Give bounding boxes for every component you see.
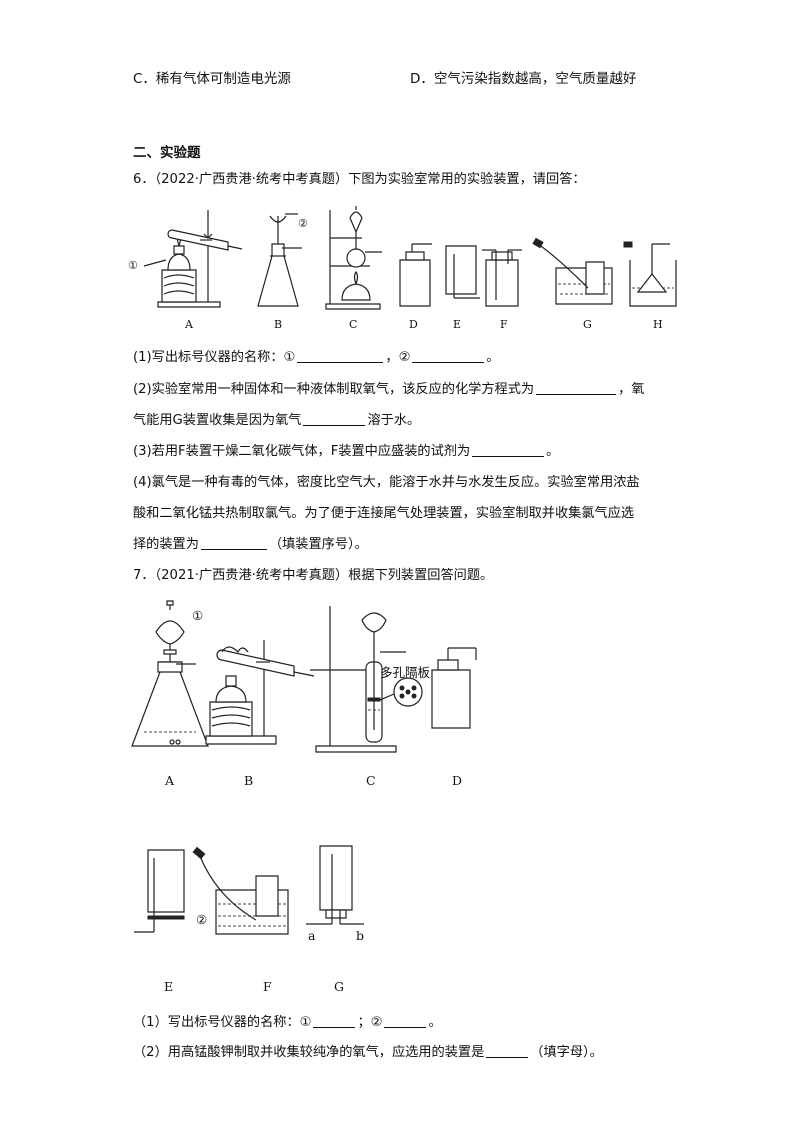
q7-apparatus-d [432, 648, 476, 728]
q6-label-d: D [409, 318, 418, 331]
q7-label-e: E [164, 979, 174, 994]
q7-label-g: G [334, 979, 344, 994]
option-c: C．稀有气体可制造电光源 [133, 71, 291, 87]
answer-blank[interactable] [313, 1013, 356, 1028]
port-a: a [308, 928, 316, 943]
q7-part2: （2）用高锰酸钾制取并收集较纯净的氧气，应选用的装置是（填字母）。 [133, 1043, 603, 1060]
apparatus-a [144, 210, 242, 307]
q7-label-f: F [263, 979, 272, 994]
q6-stem: 6．（2022·广西贵港·统考中考真题）下图为实验室常用的实验装置，请回答： [133, 172, 586, 187]
q7-apparatus-b [206, 640, 314, 744]
q6-marker-1: ① [128, 259, 138, 272]
q6-part4-line2: 酸和二氧化锰共热制取氯气。为了便于连接尾气处理装置，实验室制取并收集氯气应选 [133, 506, 635, 521]
apparatus-f [482, 250, 522, 306]
apparatus-e [446, 246, 480, 298]
q7-apparatus-e [134, 850, 184, 932]
q7-label-b: B [244, 773, 254, 788]
q6-part1: (1)写出标号仪器的名称：①，②。 [133, 348, 500, 365]
q7-stem: 7．（2021·广西贵港·统考中考真题）根据下列装置回答问题。 [133, 568, 494, 583]
q6-label-f: F [500, 318, 508, 331]
q6-part2-line2: 气能用G装置收集是因为氧气溶于水。 [133, 411, 421, 428]
q6-label-e: E [453, 318, 462, 331]
answer-blank[interactable] [472, 442, 545, 457]
port-b: b [356, 928, 365, 943]
q7-apparatus-drawing-1 [130, 600, 490, 800]
q6-figure: ① ② A B C D E F G H [128, 200, 700, 335]
answer-blank[interactable] [412, 348, 485, 363]
q7-marker-2: ② [196, 912, 208, 927]
q6-label-b: B [274, 318, 283, 331]
q6-label-a: A [185, 318, 193, 331]
apparatus-d [400, 244, 432, 306]
answer-blank[interactable] [486, 1043, 529, 1058]
q7-figure-row2: ② a b E F G [130, 840, 390, 1000]
q7-figure-row1: ① 多孔隔板 A B C D [130, 600, 490, 800]
q7-marker-1: ① [192, 608, 204, 623]
q6-part3: (3)若用F装置干燥二氧化碳气体，F装置中应盛装的试剂为。 [133, 442, 560, 459]
q6-part4-line3: 择的装置为（填装置序号）。 [133, 535, 368, 552]
q7-apparatus-drawing-2 [130, 840, 390, 1000]
q7-label-c: C [366, 773, 376, 788]
q6-label-g: G [583, 318, 592, 331]
q6-part2-line1: (2)实验室常用一种固体和一种液体制取氧气，该反应的化学方程式为，氧 [133, 380, 645, 397]
answer-blank[interactable] [200, 535, 267, 550]
apparatus-b [258, 214, 302, 306]
q6-label-c: C [349, 318, 358, 331]
apparatus-g [533, 238, 612, 304]
apparatus-h [624, 242, 676, 306]
option-d: D．空气污染指数越高，空气质量越好 [410, 71, 637, 87]
section-heading: 二、实验题 [133, 145, 201, 161]
q7-apparatus-g [306, 846, 364, 924]
q7-apparatus-a [132, 601, 208, 746]
apparatus-c [326, 206, 382, 309]
q7-apparatus-f [193, 847, 288, 934]
q6-part4-line1: (4)氯气是一种有毒的气体，密度比空气大，能溶于水并与水发生反应。实验室常用浓盐 [133, 475, 640, 490]
answer-blank[interactable] [536, 380, 617, 395]
answer-blank[interactable] [384, 1013, 427, 1028]
q7-label-d: D [452, 773, 463, 788]
answer-blank[interactable] [303, 411, 366, 426]
q7-apparatus-c [310, 606, 422, 752]
answer-blank[interactable] [297, 348, 384, 363]
q6-marker-2: ② [298, 217, 308, 230]
q7-part1: （1）写出标号仪器的名称：①；②。 [133, 1013, 442, 1030]
q6-label-h: H [653, 318, 663, 331]
q6-apparatus-drawing [130, 200, 700, 335]
q7-label-a: A [165, 773, 175, 788]
porous-plate-label: 多孔隔板 [380, 665, 431, 680]
